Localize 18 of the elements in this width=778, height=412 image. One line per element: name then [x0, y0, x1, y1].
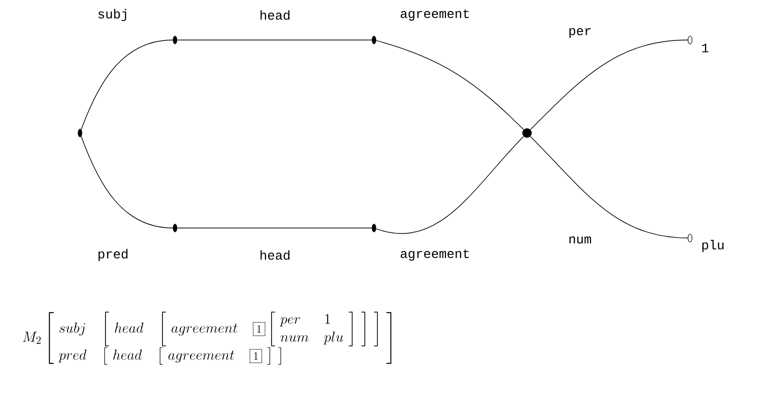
value-label: plu: [702, 240, 724, 252]
edge-label: agreement: [400, 249, 469, 261]
edge-line: [376, 40, 524, 130]
edge-label: head: [260, 10, 290, 20]
edge-line: [530, 136, 688, 238]
feature-matrix: $M_2 \left[\begin{array}{l@{\quad}l} subj & \left[\begin{array}{l@{\quad}l} head & \left[\begin{array}{l@{\quad}l} agreement & \fbox{$\scriptstyle 1$}\left[\begin{array}{l@{\quad}l} per & 1\\ num & plu\end{array}\right]\end{array}\right]\end{array}\right]\\ pred & \left[\begin{array}{l@{\quad}l} head & \left[\begin{array}{l@{\quad}l} agreement & \fbox{$\scriptstyle 1$}\end{array}\right]\end{array}\right]\end{array}\right]$: [22, 312, 392, 365]
value-label: 1: [702, 44, 708, 52]
edge-line: [80, 136, 174, 228]
edge-line: [376, 136, 524, 234]
edge-label: subj: [98, 8, 126, 22]
edge-label: agreement: [400, 9, 469, 21]
edge-label: num: [569, 236, 592, 244]
edge-label: head: [260, 250, 290, 260]
edge-label: per: [569, 28, 591, 38]
edge-line: [80, 40, 174, 130]
graph-dot: [522, 128, 532, 138]
edge-label: pred: [98, 248, 128, 262]
edge-line: [530, 40, 688, 130]
